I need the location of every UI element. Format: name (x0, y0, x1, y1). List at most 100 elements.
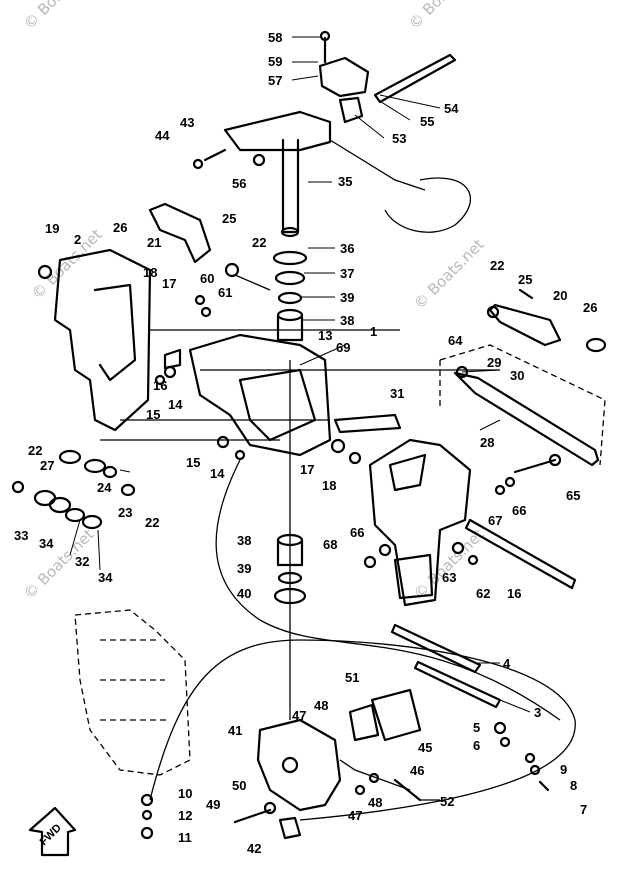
callout-17b: 17 (300, 462, 314, 477)
leader-lines (69, 36, 531, 713)
callout-22: 22 (252, 235, 266, 250)
callout-29: 29 (487, 355, 501, 370)
callout-15b: 15 (186, 455, 200, 470)
forward-arrow: FWD (28, 806, 77, 857)
callout-43: 43 (180, 115, 194, 130)
callout-30: 30 (510, 368, 524, 383)
callout-4: 4 (503, 656, 511, 671)
callout-10: 10 (178, 786, 192, 801)
callout-28: 28 (480, 435, 494, 450)
lower-steering-bracket (140, 623, 550, 840)
callout-2: 2 (74, 232, 81, 247)
callout-25: 25 (222, 211, 236, 226)
watermarks: © Boats.net © Boats.net © Boats.net © Bo… (20, 0, 488, 603)
cable-lines (149, 360, 576, 821)
watermark-text: © Boats.net (405, 0, 483, 33)
callout-57: 57 (268, 73, 282, 88)
clamp-bracket-left (37, 202, 271, 432)
watermark-text: © Boats.net (20, 0, 98, 33)
left-small-parts (11, 374, 246, 530)
callout-13: 13 (318, 328, 332, 343)
callout-18: 18 (143, 265, 157, 280)
callout-17: 17 (162, 276, 176, 291)
callout-33: 33 (14, 528, 28, 543)
callout-48: 48 (314, 698, 328, 713)
callout-16: 16 (507, 586, 521, 601)
callout-63: 63 (442, 570, 456, 585)
callout-36: 36 (340, 241, 354, 256)
callout-6: 6 (473, 738, 480, 753)
watermark-text: © Boats.net (410, 235, 488, 313)
callout-22b: 22 (490, 258, 504, 273)
callout-61: 61 (218, 285, 232, 300)
callout-68: 68 (323, 537, 337, 552)
callout-56: 56 (232, 176, 246, 191)
callout-32: 32 (75, 554, 89, 569)
callout-16-left: 16 (153, 378, 167, 393)
callout-26b: 26 (583, 300, 597, 315)
callout-8: 8 (570, 778, 577, 793)
callout-21: 21 (147, 235, 161, 250)
swivel-bracket (100, 329, 500, 465)
callout-25b: 25 (518, 272, 532, 287)
callout-40: 40 (237, 586, 251, 601)
callout-3: 3 (534, 705, 541, 720)
callout-47b: 47 (348, 808, 362, 823)
callout-22c: 22 (28, 443, 42, 458)
callout-23: 23 (118, 505, 132, 520)
callout-58: 58 (268, 30, 282, 45)
callout-35: 35 (338, 174, 352, 189)
callout-64: 64 (448, 333, 463, 348)
callout-labels: 58 59 57 54 55 53 43 44 56 35 26 25 21 2… (14, 30, 597, 856)
callout-27: 27 (40, 458, 54, 473)
callout-12: 12 (178, 808, 192, 823)
callout-62: 62 (476, 586, 490, 601)
callout-42: 42 (247, 841, 261, 856)
callout-7: 7 (580, 802, 587, 817)
callout-26: 26 (113, 220, 127, 235)
callout-49: 49 (206, 797, 220, 812)
callout-20: 20 (553, 288, 567, 303)
callout-47: 47 (292, 708, 306, 723)
callout-60: 60 (200, 271, 214, 286)
callout-24: 24 (97, 480, 112, 495)
callout-11: 11 (178, 830, 192, 845)
callout-48b: 48 (368, 795, 382, 810)
callout-14b: 14 (210, 466, 225, 481)
clamp-bracket-right (363, 288, 607, 607)
callout-44: 44 (155, 128, 170, 143)
callout-50: 50 (232, 778, 246, 793)
callout-67: 67 (488, 513, 502, 528)
callout-39: 39 (340, 290, 354, 305)
steering-arm-top (192, 30, 472, 238)
callout-45: 45 (418, 740, 432, 755)
callout-53: 53 (392, 131, 406, 146)
callout-46: 46 (410, 763, 424, 778)
callout-34: 34 (39, 536, 54, 551)
tilt-unit-silhouette (74, 609, 191, 776)
callout-66: 66 (512, 503, 526, 518)
callout-18b: 18 (322, 478, 336, 493)
watermark-text: © Boats.net (28, 225, 106, 303)
callout-52: 52 (440, 794, 454, 809)
callout-14: 14 (168, 397, 183, 412)
callout-22d: 22 (145, 515, 159, 530)
callout-65: 65 (566, 488, 580, 503)
fwd-label: FWD (38, 822, 64, 848)
callout-31: 31 (390, 386, 404, 401)
callout-38: 38 (340, 313, 354, 328)
callout-19: 19 (45, 221, 59, 236)
callout-34b: 34 (98, 570, 113, 585)
callout-9: 9 (560, 762, 567, 777)
callout-1-top: 1 (370, 324, 377, 339)
callout-59: 59 (268, 54, 282, 69)
pivot-washers (272, 250, 308, 605)
callout-38b: 38 (237, 533, 251, 548)
callout-51: 51 (345, 670, 359, 685)
callout-41: 41 (228, 723, 242, 738)
callout-39b: 39 (237, 561, 251, 576)
callout-37: 37 (340, 266, 354, 281)
callout-66b: 66 (350, 525, 364, 540)
